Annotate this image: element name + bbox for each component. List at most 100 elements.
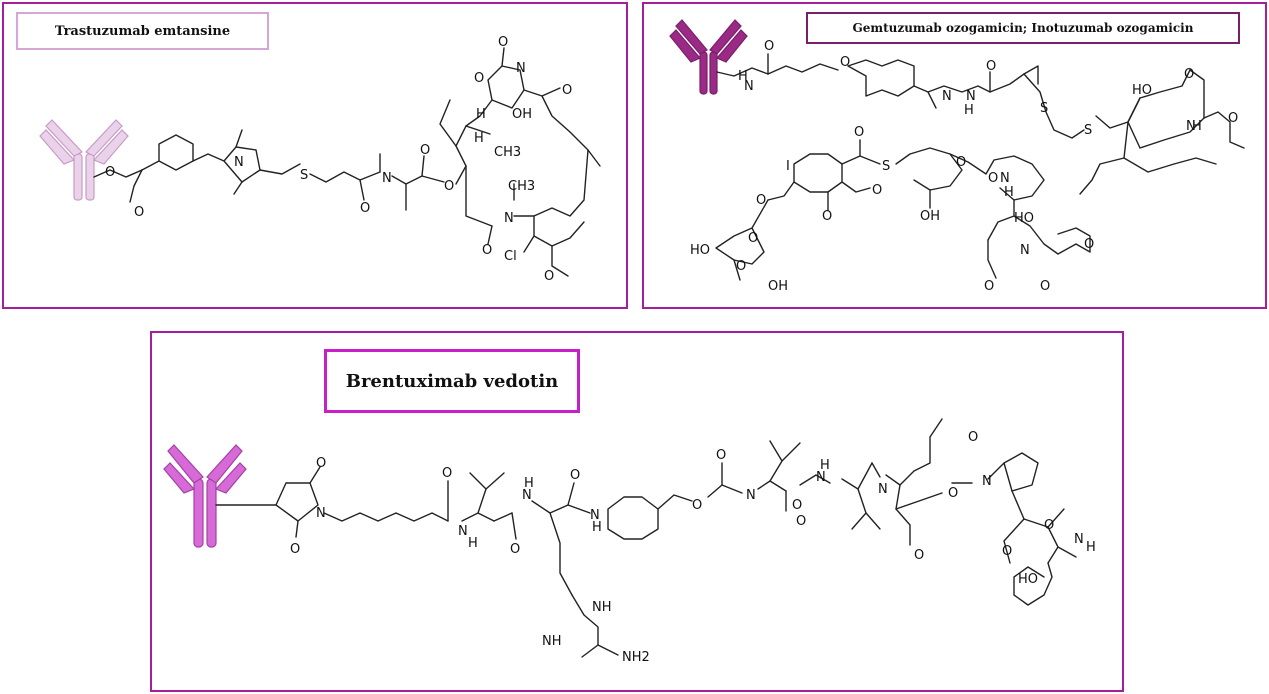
panel-trastuzumab-emtansine: Trastuzumab emtansine xyxy=(2,2,628,309)
atom-label: O xyxy=(482,243,492,258)
atom-label: O xyxy=(1044,518,1054,533)
atom-label: O xyxy=(510,542,520,557)
atom-label: N xyxy=(982,474,992,489)
atom-label: H xyxy=(592,520,602,535)
atom-label: H xyxy=(1004,185,1014,200)
atom-label: S xyxy=(882,159,890,174)
atom-label: HO xyxy=(1018,572,1038,587)
atom-label: N xyxy=(1186,119,1196,134)
atom-label: O xyxy=(736,259,746,274)
atom-labels: H N O O O N N H S S HO O N H O I O S O O… xyxy=(690,39,1238,294)
atom-label: N xyxy=(878,482,888,497)
atom-label: NH xyxy=(592,600,612,615)
atom-label: N xyxy=(816,470,826,485)
atom-label: HO xyxy=(690,243,710,258)
structure-brentuximab-vedotin: O N O O N H O N H O N H O O N O N H O N … xyxy=(163,418,1096,665)
panel-brentuximab-vedotin: Brentuximab vedotin xyxy=(150,331,1124,692)
atom-label: N xyxy=(942,89,952,104)
atom-label: H xyxy=(964,103,974,118)
antibody-icon xyxy=(163,444,247,548)
atom-label: O xyxy=(570,468,580,483)
atom-label: N xyxy=(316,506,326,521)
atom-label: O xyxy=(764,39,774,54)
atom-label: Cl xyxy=(504,249,517,264)
atom-label: O xyxy=(134,205,144,220)
atom-label: O xyxy=(474,71,484,86)
antibody-icon xyxy=(669,19,748,95)
atom-label: N xyxy=(966,89,976,104)
atom-label: N xyxy=(516,61,526,76)
atom-label: O xyxy=(840,55,850,70)
atom-label: O xyxy=(854,125,864,140)
atom-label: N xyxy=(382,171,392,186)
atom-label: O xyxy=(716,448,726,463)
atom-label: O xyxy=(956,155,966,170)
atom-label: O xyxy=(948,486,958,501)
atom-label: O xyxy=(822,209,832,224)
atom-labels: O N O O N H O N H O N H O O N O N H O N … xyxy=(290,430,1096,665)
atom-label: NH2 xyxy=(622,650,650,665)
atom-label: O xyxy=(1228,111,1238,126)
atom-label: H xyxy=(820,458,830,473)
atom-label: OH xyxy=(512,107,532,122)
atom-label: H xyxy=(1192,119,1202,134)
panel-label-trastuzumab: Trastuzumab emtansine xyxy=(16,12,269,50)
atom-label: O xyxy=(544,269,554,284)
atom-label: O xyxy=(748,231,758,246)
atom-label: N xyxy=(1000,171,1010,186)
antibody-icon xyxy=(39,119,129,201)
atom-label: O xyxy=(872,183,882,198)
atom-label: N xyxy=(1074,532,1084,547)
atom-label: H xyxy=(474,131,484,146)
panel-title: Trastuzumab emtansine xyxy=(54,23,231,39)
panel-title: Gemtuzumab ozogamicin; Inotuzumab ozogam… xyxy=(852,21,1194,35)
atom-label: HO xyxy=(1132,83,1152,98)
atom-label: O xyxy=(988,171,998,186)
atom-label: H xyxy=(468,536,478,551)
panel-label-gemtuzumab: Gemtuzumab ozogamicin; Inotuzumab ozogam… xyxy=(806,12,1240,44)
atom-label: H xyxy=(738,69,748,84)
atom-label: O xyxy=(692,498,702,513)
panel-label-brentuximab: Brentuximab vedotin xyxy=(324,349,580,413)
atom-label: O xyxy=(1040,279,1050,294)
atom-label: O xyxy=(562,83,572,98)
atom-label: H xyxy=(476,107,486,122)
atom-label: I xyxy=(786,159,790,174)
atom-label: OH xyxy=(768,279,788,294)
atom-label: H xyxy=(524,476,534,491)
atom-label: O xyxy=(498,35,508,50)
atom-label: N xyxy=(744,79,754,94)
atom-label: O xyxy=(444,179,454,194)
atom-label: O xyxy=(1184,67,1194,82)
structure-trastuzumab-emtansine: O O N N S O O CH3 O N N H OH O O O O CH3… xyxy=(39,35,601,284)
atom-label: N xyxy=(234,155,244,170)
atom-label: S xyxy=(300,168,308,183)
atom-label: O xyxy=(792,498,802,513)
atom-label: N xyxy=(504,211,514,226)
atom-label: N xyxy=(522,488,532,503)
atom-label: O xyxy=(914,548,924,563)
atom-label: O xyxy=(796,514,806,529)
atom-label: O xyxy=(442,466,452,481)
atom-label: CH3 xyxy=(494,145,521,160)
atom-label: O xyxy=(986,59,996,74)
atom-label: O xyxy=(1002,544,1012,559)
atom-label: O xyxy=(968,430,978,445)
atom-label: N xyxy=(458,524,468,539)
atom-label: OH xyxy=(920,209,940,224)
atom-label: O xyxy=(105,165,115,180)
atom-label: CH3 xyxy=(508,179,535,194)
panel-title: Brentuximab vedotin xyxy=(345,370,559,392)
atom-label: O xyxy=(360,201,370,216)
atom-label: S xyxy=(1084,123,1092,138)
atom-label: O xyxy=(420,143,430,158)
atom-label: HO xyxy=(1014,211,1034,226)
atom-label: O xyxy=(1084,237,1094,252)
atom-label: NH xyxy=(542,634,562,649)
panel-gemtuzumab-inotuzumab: Gemtuzumab ozogamicin; Inotuzumab ozogam… xyxy=(642,2,1267,309)
atom-label: S xyxy=(1040,101,1048,116)
atom-label: O xyxy=(984,279,994,294)
atom-label: N xyxy=(746,488,756,503)
atom-label: N xyxy=(590,508,600,523)
atom-label: N xyxy=(1020,243,1030,258)
